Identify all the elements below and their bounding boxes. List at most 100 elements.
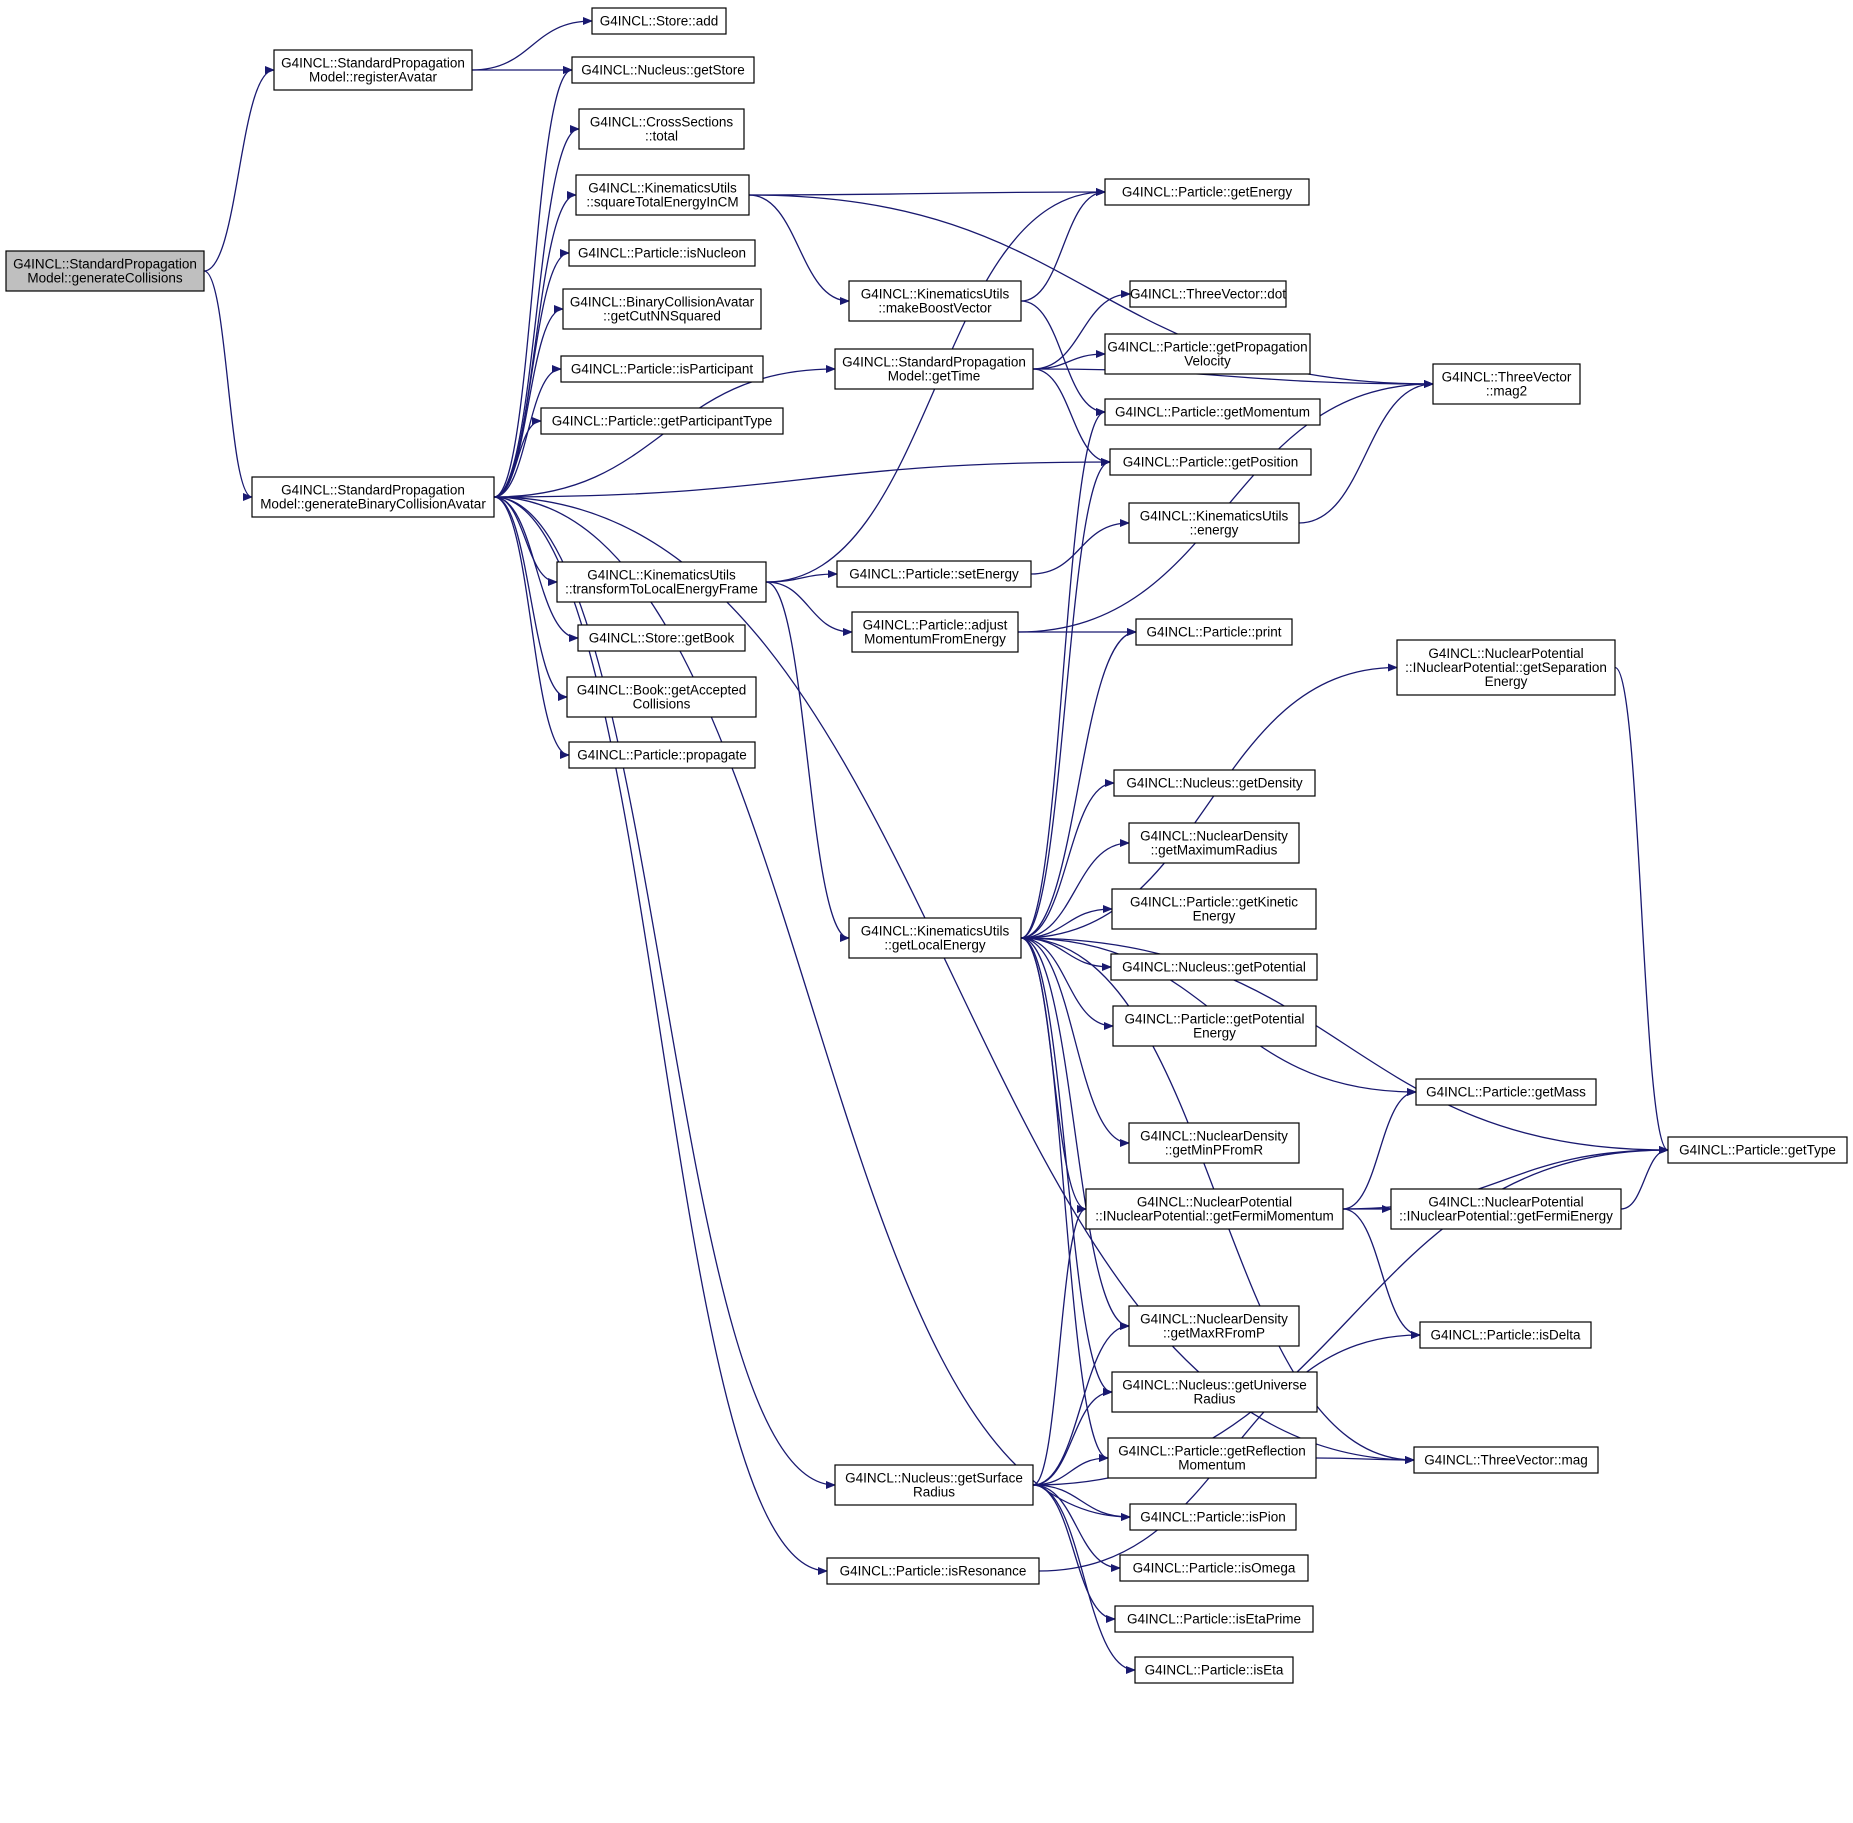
node-square-total-energy-in-cm[interactable]: G4INCL::KinematicsUtils::squareTotalEner… (575, 174, 750, 216)
node-label-line: G4INCL::KinematicsUtils (861, 924, 1010, 939)
node-generate-collisions[interactable]: G4INCL::StandardPropagationModel::genera… (5, 250, 205, 292)
node-three-vector-dot[interactable]: G4INCL::ThreeVector::dot (1129, 280, 1287, 308)
node-particle-print[interactable]: G4INCL::Particle::print (1135, 618, 1293, 646)
node-get-participant-type[interactable]: G4INCL::Particle::getParticipantType (540, 407, 784, 435)
node-adjust-momentum-from-energy[interactable]: G4INCL::Particle::adjustMomentumFromEner… (851, 611, 1019, 653)
node-label-line: G4INCL::NuclearDensity (1140, 1312, 1288, 1327)
node-label-line: G4INCL::Book::getAccepted (577, 683, 747, 698)
node-box (848, 280, 1022, 322)
node-label-line: G4INCL::KinematicsUtils (861, 287, 1010, 302)
node-is-nucleon[interactable]: G4INCL::Particle::isNucleon (568, 239, 756, 267)
node-store-get-book[interactable]: G4INCL::Store::getBook (577, 624, 746, 652)
node-get-local-energy[interactable]: G4INCL::KinematicsUtils::getLocalEnergy (848, 917, 1022, 959)
node-cross-sections-total[interactable]: G4INCL::CrossSections::total (578, 108, 745, 150)
node-box (562, 288, 762, 330)
node-box (1128, 502, 1300, 544)
edge-generate-binary-collision-avatar-to-is-resonance (493, 496, 828, 1575)
node-get-time[interactable]: G4INCL::StandardPropagationModel::getTim… (834, 348, 1034, 390)
node-nucleus-get-store[interactable]: G4INCL::Nucleus::getStore (571, 56, 755, 84)
node-is-omega[interactable]: G4INCL::Particle::isOmega (1119, 1554, 1309, 1582)
node-label-line: G4INCL::Particle::isPion (1140, 1510, 1286, 1525)
node-is-participant[interactable]: G4INCL::Particle::isParticipant (560, 355, 764, 383)
node-label-line: G4INCL::Particle::isEta (1145, 1663, 1284, 1678)
node-is-resonance[interactable]: G4INCL::Particle::isResonance (826, 1557, 1040, 1585)
edge-generate-binary-collision-avatar-to-get-position (493, 458, 1111, 498)
node-label-line: G4INCL::Particle::getKinetic (1130, 895, 1298, 910)
node-label-line: ::getMaximumRadius (1151, 843, 1278, 858)
node-is-pion[interactable]: G4INCL::Particle::isPion (1129, 1503, 1297, 1531)
node-label-line: G4INCL::ThreeVector::dot (1130, 287, 1286, 302)
node-label-line: Model::registerAvatar (309, 70, 438, 85)
node-label-line: G4INCL::Particle::adjust (863, 618, 1008, 633)
edge-generate-binary-collision-avatar-to-cross-sections-total (493, 125, 580, 498)
edge-get-local-energy-to-get-universe-radius (1020, 937, 1113, 1396)
edge-get-time-to-three-vector-dot (1032, 290, 1131, 370)
node-box (568, 239, 756, 267)
node-is-eta[interactable]: G4INCL::Particle::isEta (1134, 1656, 1294, 1684)
node-label-line: G4INCL::Particle::setEnergy (849, 567, 1019, 582)
edge-get-time-to-get-propagation-velocity (1032, 350, 1106, 370)
edge-generate-binary-collision-avatar-to-get-accepted-collisions (493, 496, 568, 701)
node-box (851, 611, 1019, 653)
edge-get-local-energy-to-get-maximum-radius (1020, 839, 1130, 939)
node-generate-binary-collision-avatar[interactable]: G4INCL::StandardPropagationModel::genera… (251, 476, 495, 518)
node-get-potential[interactable]: G4INCL::Nucleus::getPotential (1110, 953, 1318, 981)
edge-get-local-energy-to-get-potential-energy (1020, 937, 1114, 1030)
edge-get-time-to-three-vector-mag2 (1032, 368, 1434, 388)
node-register-avatar[interactable]: G4INCL::StandardPropagationModel::regist… (273, 49, 473, 91)
node-is-delta[interactable]: G4INCL::Particle::isDelta (1419, 1321, 1592, 1349)
node-store-add[interactable]: G4INCL::Store::add (591, 7, 727, 35)
node-get-separation-energy[interactable]: G4INCL::NuclearPotential::INuclearPotent… (1396, 639, 1616, 696)
edge-square-total-energy-in-cm-to-get-energy (748, 188, 1106, 197)
node-box (1119, 1554, 1309, 1582)
node-get-momentum[interactable]: G4INCL::Particle::getMomentum (1104, 398, 1321, 426)
node-label-line: Velocity (1184, 354, 1231, 369)
node-label-line: G4INCL::Store::add (600, 14, 719, 29)
node-label-line: G4INCL::NuclearDensity (1140, 1129, 1288, 1144)
node-is-eta-prime[interactable]: G4INCL::Particle::isEtaPrime (1114, 1605, 1314, 1633)
node-get-mass[interactable]: G4INCL::Particle::getMass (1415, 1078, 1597, 1106)
node-label-line: ::INuclearPotential::getFermiMomentum (1095, 1209, 1334, 1224)
node-get-position[interactable]: G4INCL::Particle::getPosition (1109, 448, 1312, 476)
node-box (834, 348, 1034, 390)
node-box (1104, 178, 1310, 206)
node-label-line: G4INCL::Particle::isResonance (840, 1564, 1027, 1579)
node-label-line: G4INCL::Nucleus::getStore (581, 63, 745, 78)
node-label-line: Model::generateCollisions (27, 271, 183, 286)
node-get-min-pfrom-r[interactable]: G4INCL::NuclearDensity::getMinPFromR (1128, 1122, 1300, 1164)
node-box (571, 56, 755, 84)
node-label-line: G4INCL::Nucleus::getUniverse (1122, 1378, 1307, 1393)
node-set-energy[interactable]: G4INCL::Particle::setEnergy (836, 560, 1032, 588)
edge-generate-binary-collision-avatar-to-store-get-book (493, 496, 579, 642)
node-three-vector-mag2[interactable]: G4INCL::ThreeVector::mag2 (1432, 363, 1581, 405)
edge-generate-binary-collision-avatar-to-propagate (493, 496, 570, 759)
edge-generate-binary-collision-avatar-to-nucleus-get-store (493, 66, 573, 498)
node-get-max-rfrom-p[interactable]: G4INCL::NuclearDensity::getMaxRFromP (1128, 1305, 1300, 1347)
node-label-line: ::energy (1190, 523, 1239, 538)
node-three-vector-mag[interactable]: G4INCL::ThreeVector::mag (1413, 1446, 1599, 1474)
node-propagate[interactable]: G4INCL::Particle::propagate (568, 741, 756, 769)
node-make-boost-vector[interactable]: G4INCL::KinematicsUtils::makeBoostVector (848, 280, 1022, 322)
node-box (556, 561, 767, 603)
node-get-fermi-energy[interactable]: G4INCL::NuclearPotential::INuclearPotent… (1390, 1188, 1622, 1230)
node-get-maximum-radius[interactable]: G4INCL::NuclearDensity::getMaximumRadius (1128, 822, 1300, 864)
node-label-line: G4INCL::StandardPropagation (842, 355, 1026, 370)
node-get-fermi-momentum[interactable]: G4INCL::NuclearPotential::INuclearPotent… (1085, 1188, 1344, 1230)
node-get-energy[interactable]: G4INCL::Particle::getEnergy (1104, 178, 1310, 206)
node-get-type[interactable]: G4INCL::Particle::getType (1667, 1136, 1848, 1164)
node-get-density[interactable]: G4INCL::Nucleus::getDensity (1113, 769, 1316, 797)
node-label-line: G4INCL::Particle::getType (1679, 1143, 1836, 1158)
node-label-line: G4INCL::Nucleus::getDensity (1126, 776, 1303, 791)
node-box (1413, 1446, 1599, 1474)
node-box (1415, 1078, 1597, 1106)
node-transform-to-local-energy-frame[interactable]: G4INCL::KinematicsUtils::transformToLoca… (556, 561, 767, 603)
node-ku-energy[interactable]: G4INCL::KinematicsUtils::energy (1128, 502, 1300, 544)
node-get-cut-nnsquared[interactable]: G4INCL::BinaryCollisionAvatar::getCutNNS… (562, 288, 762, 330)
